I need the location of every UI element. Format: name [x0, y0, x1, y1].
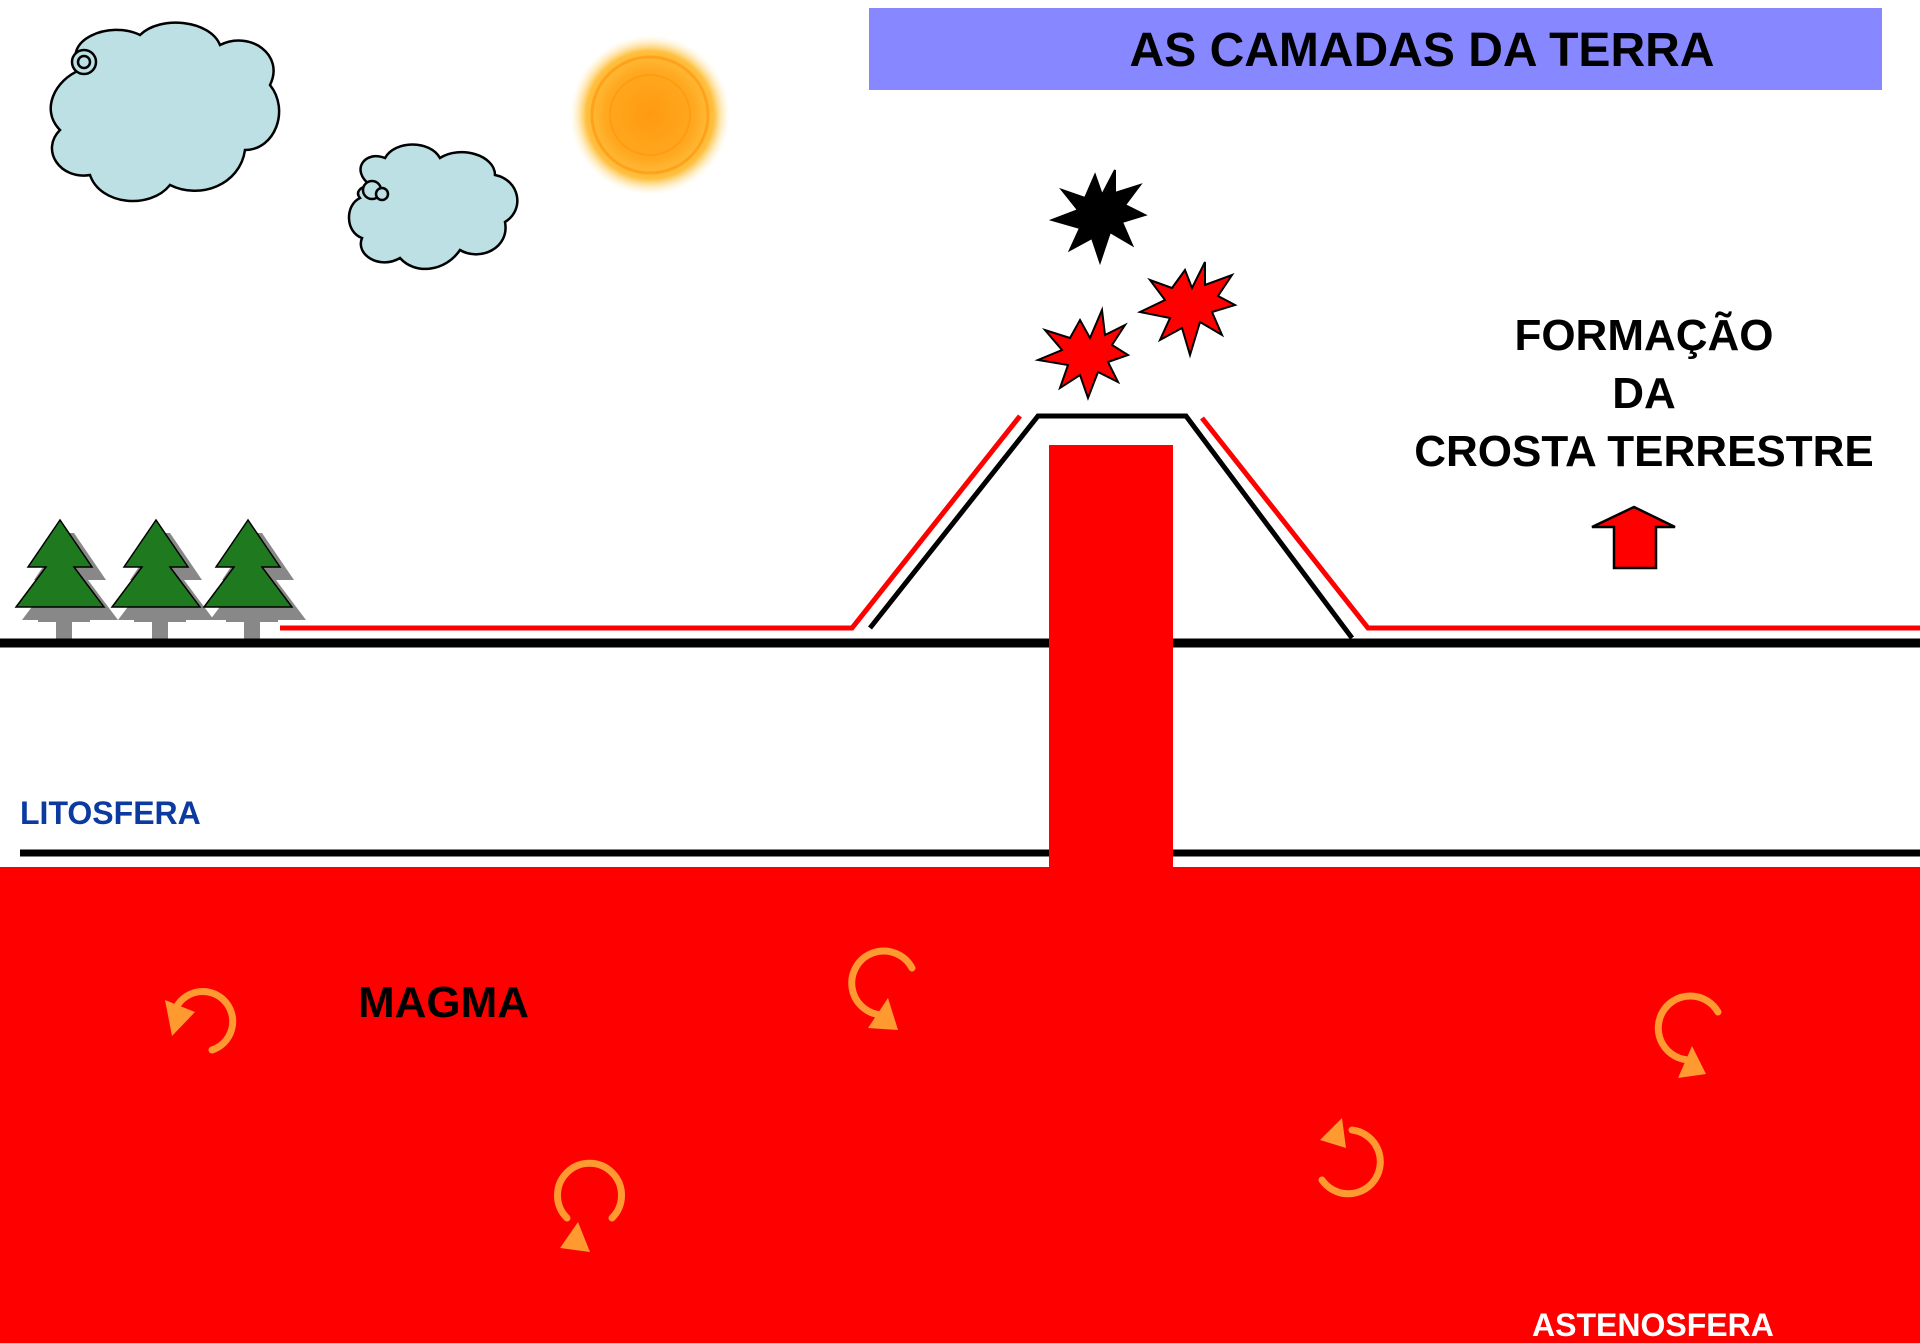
- new-crust-line-left: [280, 414, 1022, 631]
- formation-label-line-3: CROSTA TERRESTRE: [1414, 427, 1874, 476]
- tree-icon: [202, 518, 306, 645]
- title-banner: [869, 8, 1882, 90]
- explosion-icon: [1048, 169, 1148, 266]
- sun-icon: [570, 35, 730, 195]
- page-title: AS CAMADAS DA TERRA: [1130, 24, 1715, 77]
- convection-swirl-icon: [554, 1159, 625, 1252]
- convection-swirl-icon: [1654, 992, 1722, 1078]
- lithosphere-label: LITOSFERA: [20, 795, 201, 831]
- convection-swirl-icon: [1318, 1118, 1384, 1198]
- asthenosphere-label: ASTENOSFERA: [1532, 1307, 1774, 1343]
- explosion-icon: [1136, 261, 1238, 359]
- formation-label-line-1: FORMAÇÃO: [1514, 310, 1773, 360]
- cloud-icon: [49, 21, 281, 203]
- explosion-icon: [1034, 306, 1131, 401]
- convection-swirl-icon: [848, 947, 916, 1030]
- tree-icon: [110, 518, 214, 645]
- new-crust-line-right: [1200, 416, 1920, 631]
- formation-label-line-2: DA: [1612, 369, 1676, 418]
- magma-layer: [0, 867, 1920, 1343]
- convection-swirl-icon: [165, 987, 237, 1054]
- tree-icon: [14, 518, 118, 645]
- volcano-outline: [868, 413, 1355, 640]
- magma-conduit: [1049, 445, 1173, 870]
- magma-label: MAGMA: [358, 978, 529, 1027]
- cloud-icon: [347, 143, 519, 271]
- arrow-up-icon: [1591, 505, 1676, 570]
